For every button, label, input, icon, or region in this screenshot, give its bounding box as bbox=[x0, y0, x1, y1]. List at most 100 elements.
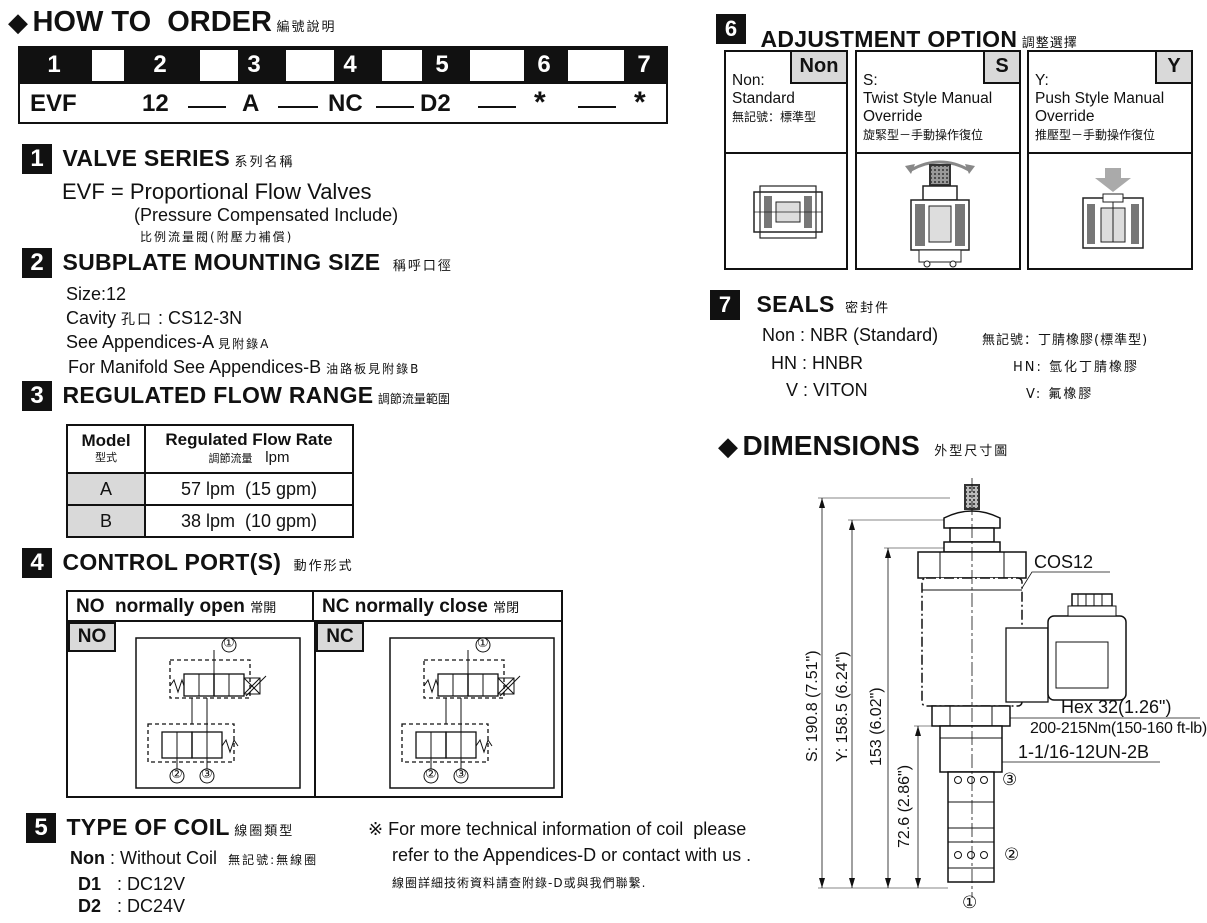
cavity-line: Cavity 孔口 : CS12-3N bbox=[66, 308, 242, 329]
rate-header-cjk: 調節流量 bbox=[208, 452, 253, 465]
cavity-value: : CS12-3N bbox=[158, 308, 243, 328]
coil-text: : Without Coil bbox=[110, 848, 218, 868]
coil-option-d2: D2 : DC24V bbox=[78, 896, 185, 917]
order-code-seals: * bbox=[634, 86, 646, 119]
port-3-label: ③ bbox=[1002, 770, 1018, 789]
section-number: 5 bbox=[26, 813, 56, 843]
order-num-4: 4 bbox=[343, 51, 357, 78]
seal-row-v-cjk: V: 氟橡膠 bbox=[1026, 387, 1094, 402]
rate-cell: 38 lpm (10 gpm) bbox=[144, 504, 354, 538]
no-hydraulic-symbol bbox=[135, 637, 301, 789]
valve-series-note: (Pressure Compensated Include) bbox=[134, 205, 399, 225]
appendix-b-cjk: 油路板見附錄B bbox=[326, 362, 421, 376]
section-title-cjk: 調整選擇 bbox=[1021, 36, 1078, 51]
flow-rate-table: Model 型式 Regulated Flow Rate 調節流量 lpm A … bbox=[66, 424, 354, 538]
how-to-order-title-cjk: 編號說明 bbox=[276, 20, 337, 35]
coil-text-cjk: 無記號:無線圈 bbox=[228, 853, 319, 867]
nc-header: NC normally close 常閉 bbox=[314, 592, 561, 622]
adjust-line-cjk: 推壓型－手動操作復位 bbox=[1035, 128, 1156, 142]
coil-option-non: Non : Without Coil 無記號:無線圈 bbox=[70, 848, 318, 869]
table-row: B 38 lpm (10 gpm) bbox=[66, 504, 354, 538]
section-title: CONTROL PORT(S) bbox=[62, 549, 282, 575]
order-code-series: EVF bbox=[30, 90, 77, 117]
coil-note-1: ※ For more technical information of coil… bbox=[368, 819, 747, 839]
section-title-cjk: 系列名稱 bbox=[234, 155, 295, 170]
port-1-label: ① bbox=[223, 635, 235, 650]
cos-label: COS12 bbox=[1034, 552, 1094, 572]
push-override-illustration bbox=[1082, 168, 1144, 249]
section-title-cjk: 密封件 bbox=[845, 301, 891, 316]
port-2-label: ② bbox=[1004, 845, 1020, 864]
order-num-2: 2 bbox=[153, 51, 167, 78]
how-to-order-heading: ◆ HOW TO ORDER 編號說明 bbox=[8, 6, 336, 39]
section-title: VALVE SERIES bbox=[62, 145, 231, 171]
no-header-label: NO normally open bbox=[76, 596, 245, 617]
panel-divider bbox=[857, 152, 1019, 154]
adjust-line: S: bbox=[863, 72, 878, 89]
hex-label: Hex 32(1.26") bbox=[1061, 697, 1172, 717]
order-num-7: 7 bbox=[637, 51, 651, 78]
order-gap bbox=[92, 50, 124, 81]
port-1-label: ① bbox=[477, 635, 489, 650]
adjust-tag: Non bbox=[790, 52, 846, 84]
coil-text: : DC12V bbox=[117, 874, 186, 894]
order-dash bbox=[188, 106, 226, 108]
order-number-row: 1 2 3 4 5 6 7 bbox=[20, 48, 666, 84]
cavity-label: Cavity bbox=[66, 308, 117, 328]
dim-72-label: 72.6 (2.86") bbox=[896, 764, 913, 848]
appendix-b-line: For Manifold See Appendices-B 油路板見附錄B bbox=[68, 357, 420, 378]
rate-header-sub: 調節流量 lpm bbox=[146, 448, 352, 467]
order-gap bbox=[382, 50, 422, 81]
order-gap bbox=[200, 50, 238, 81]
nc-header-label: NC normally close bbox=[322, 596, 488, 617]
adjust-line: Push Style Manual bbox=[1035, 90, 1165, 107]
section-7-heading: 7 SEALS 密封件 bbox=[710, 290, 890, 320]
model-header: Model 型式 bbox=[66, 424, 146, 474]
section-3-heading: 3 REGULATED FLOW RANGE 調節流量範圍 bbox=[22, 381, 450, 411]
appendix-a-text: See Appendices-A bbox=[66, 332, 214, 352]
panel-divider bbox=[1029, 152, 1191, 154]
adjust-text: Non: Standard 無記號：標準型 bbox=[732, 72, 816, 126]
order-num-5: 5 bbox=[435, 51, 449, 78]
coil-text: : DC24V bbox=[117, 896, 186, 916]
no-tag: NO bbox=[68, 622, 116, 652]
section-number: 2 bbox=[22, 248, 52, 278]
valve-series-note-cjk: 比例流量閥(附壓力補償) bbox=[140, 230, 294, 244]
order-code-adjust: * bbox=[534, 86, 546, 119]
section-number: 1 bbox=[22, 144, 52, 174]
section-number: 7 bbox=[710, 290, 740, 320]
port-1-label: ① bbox=[962, 893, 978, 912]
section-6-heading: 6 ADJUSTMENT OPTION 調整選擇 bbox=[716, 14, 1078, 52]
order-num-1: 1 bbox=[47, 51, 61, 78]
appendix-a-line: See Appendices-A 見附錄A bbox=[66, 332, 270, 353]
order-gap bbox=[470, 50, 524, 81]
section-title: REGULATED FLOW RANGE bbox=[62, 382, 374, 408]
dimensions-heading: ◆ DIMENSIONS 外型尺寸圖 bbox=[718, 430, 1009, 462]
standard-valve-illustration bbox=[753, 185, 823, 239]
appendix-b-text: For Manifold See Appendices-B bbox=[68, 357, 322, 377]
no-header: NO normally open 常開 bbox=[68, 592, 314, 622]
dim-y-label: Y: 158.5 (6.24") bbox=[834, 651, 851, 762]
adjust-line: Override bbox=[863, 108, 923, 125]
adjust-tag: S bbox=[983, 52, 1019, 84]
adjust-line-cjk: 無記號：標準型 bbox=[732, 110, 817, 124]
model-cell: A bbox=[66, 472, 146, 506]
seal-row-v: V : VITON bbox=[786, 380, 868, 400]
adjust-line-cjk: 旋緊型－手動操作復位 bbox=[863, 128, 984, 142]
how-to-order-title: HOW TO ORDER bbox=[32, 6, 272, 38]
nc-tag: NC bbox=[316, 622, 364, 652]
coil-code: D1 bbox=[78, 874, 102, 894]
seal-row-non-cjk: 無記號：丁腈橡膠(標準型) bbox=[982, 333, 1149, 348]
order-dash bbox=[478, 106, 516, 108]
adjust-line: Twist Style Manual bbox=[863, 90, 993, 107]
seal-row-non: Non : NBR (Standard) bbox=[762, 325, 939, 345]
diamond-icon: ◆ bbox=[718, 431, 738, 461]
diamond-icon: ◆ bbox=[8, 7, 28, 37]
port-2-label: ② bbox=[425, 766, 437, 781]
dimensions-title: DIMENSIONS bbox=[742, 430, 920, 461]
port-3-label: ③ bbox=[455, 766, 467, 781]
coil-note-cjk: 線圈詳細技術資料請查附錄-D或與我們聯繫. bbox=[392, 876, 647, 890]
section-title-cjk: 線圈類型 bbox=[234, 824, 295, 839]
order-code-port: NC bbox=[328, 90, 363, 117]
seal-row-hn: HN : HNBR bbox=[771, 353, 864, 373]
